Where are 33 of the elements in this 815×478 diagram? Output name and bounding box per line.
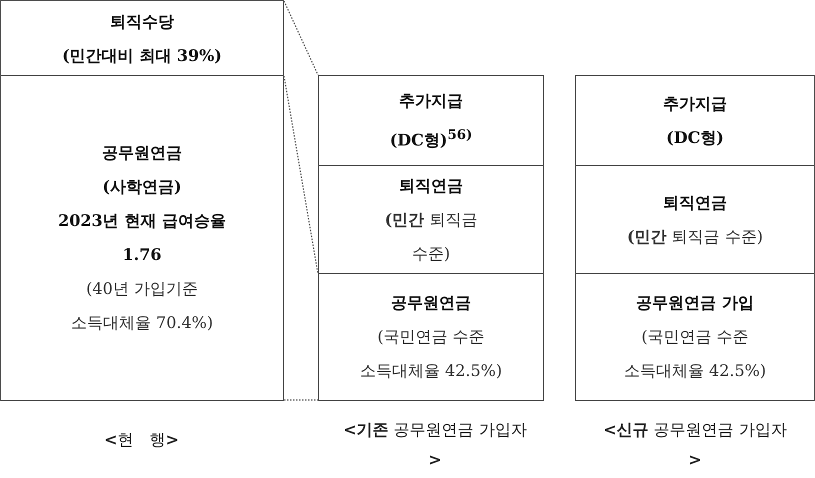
box-heading: 퇴직연금: [663, 192, 727, 214]
box-text: (사학연금): [102, 176, 182, 198]
text-box: [0, 0, 284, 77]
box-heading: 공무원연금: [102, 142, 182, 164]
box-text: (민간 퇴직금 수준): [384, 209, 478, 265]
box-text: (국민연금 수준 소득대체율 42.5%): [622, 326, 768, 382]
box-heading: 추가지급: [399, 90, 463, 112]
box-text: (DC형)$^{56)}$: [390, 126, 472, 152]
box-text: (40년 가입기준 소득대체율 70.4%): [70, 278, 214, 334]
column-caption: <신규 공무원연금 가입자>: [602, 419, 788, 471]
box-text: 1.76: [122, 244, 162, 266]
box-text: (민간 퇴직금 수준): [627, 226, 763, 248]
text-box: [575, 75, 815, 167]
text-box: [575, 165, 815, 275]
box-heading: 퇴직연금: [399, 175, 463, 197]
box-heading: 추가지급: [663, 93, 727, 115]
column-caption: <현 행>: [103, 429, 180, 451]
projection-line: [283, 76, 319, 274]
column-caption: <기존 공무원연금 가입자>: [342, 419, 528, 471]
text-box: [0, 75, 284, 401]
text-box: [575, 273, 815, 401]
box-text: (국민연금 수준 소득대체율 42.5%): [358, 326, 504, 382]
box-heading: 공무원연금 가입: [636, 292, 754, 314]
box-text: (민간대비 최대 39%): [62, 44, 222, 66]
text-box: [318, 273, 544, 401]
text-box: [318, 165, 544, 275]
projection-line: [284, 399, 318, 401]
box-heading: 퇴직수당: [110, 10, 174, 32]
box-text: (DC형): [666, 127, 724, 149]
text-box: [318, 75, 544, 167]
projection-line: [283, 0, 319, 76]
box-text: 2023년 현재 급여승율: [58, 210, 226, 232]
box-heading: 공무원연금: [391, 292, 471, 314]
